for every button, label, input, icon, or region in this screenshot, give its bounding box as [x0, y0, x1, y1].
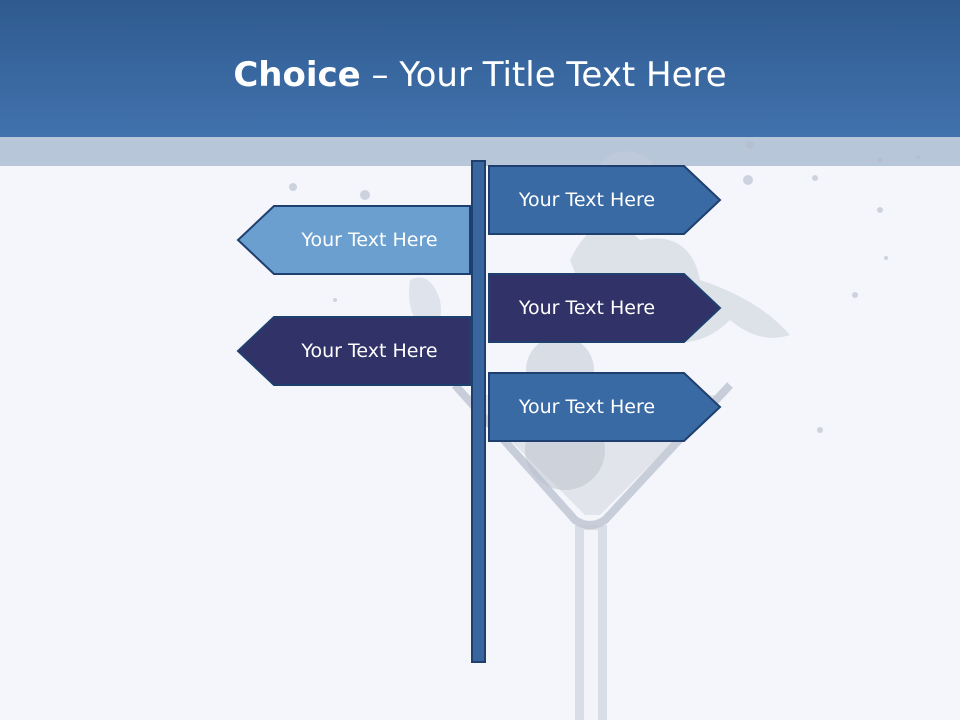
arrow-left-icon [236, 205, 471, 275]
sign-right-2[interactable]: Your Text Here [488, 273, 722, 343]
sign-left-2[interactable]: Your Text Here [236, 316, 471, 386]
slide-title: Choice – Your Title Text Here [0, 50, 960, 100]
arrow-right-icon [488, 165, 722, 235]
sign-label: Your Text Here [518, 297, 656, 319]
sign-label: Your Text Here [301, 229, 438, 251]
arrow-right-icon [488, 273, 722, 343]
arrow-right-icon [488, 372, 722, 442]
title-bar [0, 0, 960, 137]
sign-left-1[interactable]: Your Text Here [236, 205, 471, 275]
sign-label: Your Text Here [518, 396, 656, 418]
signpost-pole [471, 160, 486, 663]
title-bold-word: Choice [233, 55, 361, 95]
title-text: – Your Title Text Here [360, 55, 727, 95]
sign-right-1[interactable]: Your Text Here [488, 165, 722, 235]
sign-right-3[interactable]: Your Text Here [488, 372, 722, 442]
sign-label: Your Text Here [518, 189, 656, 211]
sign-label: Your Text Here [301, 340, 438, 362]
arrow-left-icon [236, 316, 471, 386]
